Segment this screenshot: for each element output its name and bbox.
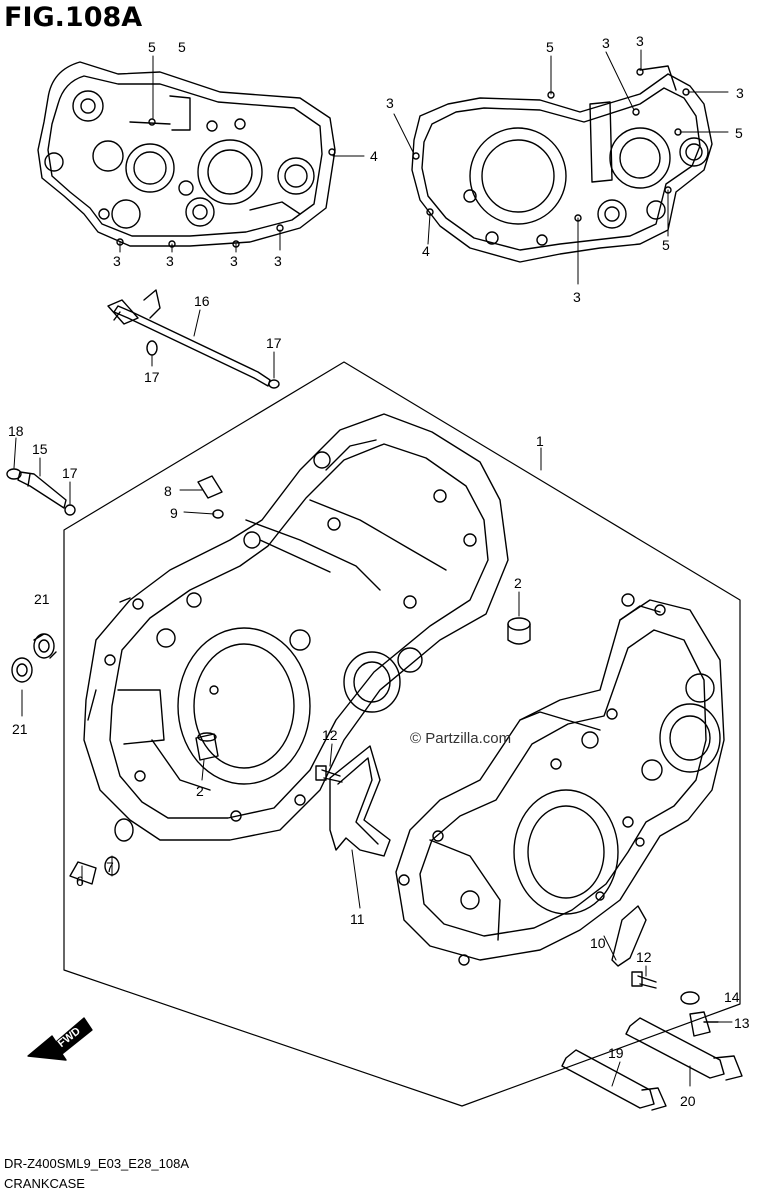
callout-1: 1 [536,433,544,449]
callout-numbers: 5 5 5 3 3 3 3 4 3 3 3 5 4 3 5 16 17 17 1… [8,33,750,1109]
callout-7: 7 [106,859,114,875]
assembly-bounding-box [63,361,741,1107]
dowel-pin-2 [507,617,531,645]
oil-seal-21 [11,633,57,683]
callout-3: 3 [274,253,282,269]
watermark-text: © Partzilla.com [410,730,512,747]
callout-2: 2 [514,575,522,591]
bolt-12-right [631,971,657,989]
bolt-20 [625,1017,743,1081]
callout-4: 4 [370,148,378,164]
callout-15: 15 [32,441,48,457]
callout-12: 12 [636,949,652,965]
bolt-19 [561,1049,667,1111]
callout-3: 3 [573,289,581,305]
callout-3: 3 [736,85,744,101]
plate-10 [611,905,647,967]
shaft-assembly-16 [107,289,280,389]
callout-2: 2 [196,783,204,799]
callout-17: 17 [266,335,282,351]
callout-9: 9 [170,505,178,521]
gasket-11 [329,745,391,857]
callout-3: 3 [636,33,644,49]
callout-18: 18 [8,423,24,439]
callout-5: 5 [148,39,156,55]
callout-21: 21 [34,591,50,607]
callout-14: 14 [724,989,740,1005]
callout-3: 3 [166,253,174,269]
callout-3: 3 [602,35,610,51]
callout-17: 17 [62,465,78,481]
washer-14-plug-13 [680,991,719,1037]
crankcase-left-half-top-view [37,61,336,248]
plug-8 [197,475,224,519]
bolt-12-left [315,765,343,783]
callout-20: 20 [680,1093,696,1109]
callout-5: 5 [662,237,670,253]
callout-5: 5 [735,125,743,141]
callout-12: 12 [322,727,338,743]
callout-17: 17 [144,369,160,385]
callout-11: 11 [350,911,365,927]
pin-assembly-15 [6,468,76,516]
callout-4: 4 [422,243,430,259]
figure-code: DR-Z400SML9_E03_E28_108A [4,1156,190,1171]
callout-16: 16 [194,293,210,309]
forward-direction-arrow [27,1017,93,1061]
callout-10: 10 [590,935,606,951]
callout-3: 3 [113,253,121,269]
callout-21: 21 [12,721,28,737]
crankcase-left-main [83,413,509,841]
callout-3: 3 [230,253,238,269]
figure-name: CRANKCASE [4,1176,85,1191]
crankcase-right-half-top-view [411,65,713,263]
callout-5: 5 [546,39,554,55]
callout-13: 13 [734,1015,750,1031]
callout-5: 5 [178,39,186,55]
crankcase-right-main [395,593,725,966]
callout-3: 3 [386,95,394,111]
callout-8: 8 [164,483,172,499]
figure-title: FIG.108A [4,2,143,33]
callout-6: 6 [76,873,84,889]
leader-lines [13,49,733,1087]
callout-19: 19 [608,1045,624,1061]
